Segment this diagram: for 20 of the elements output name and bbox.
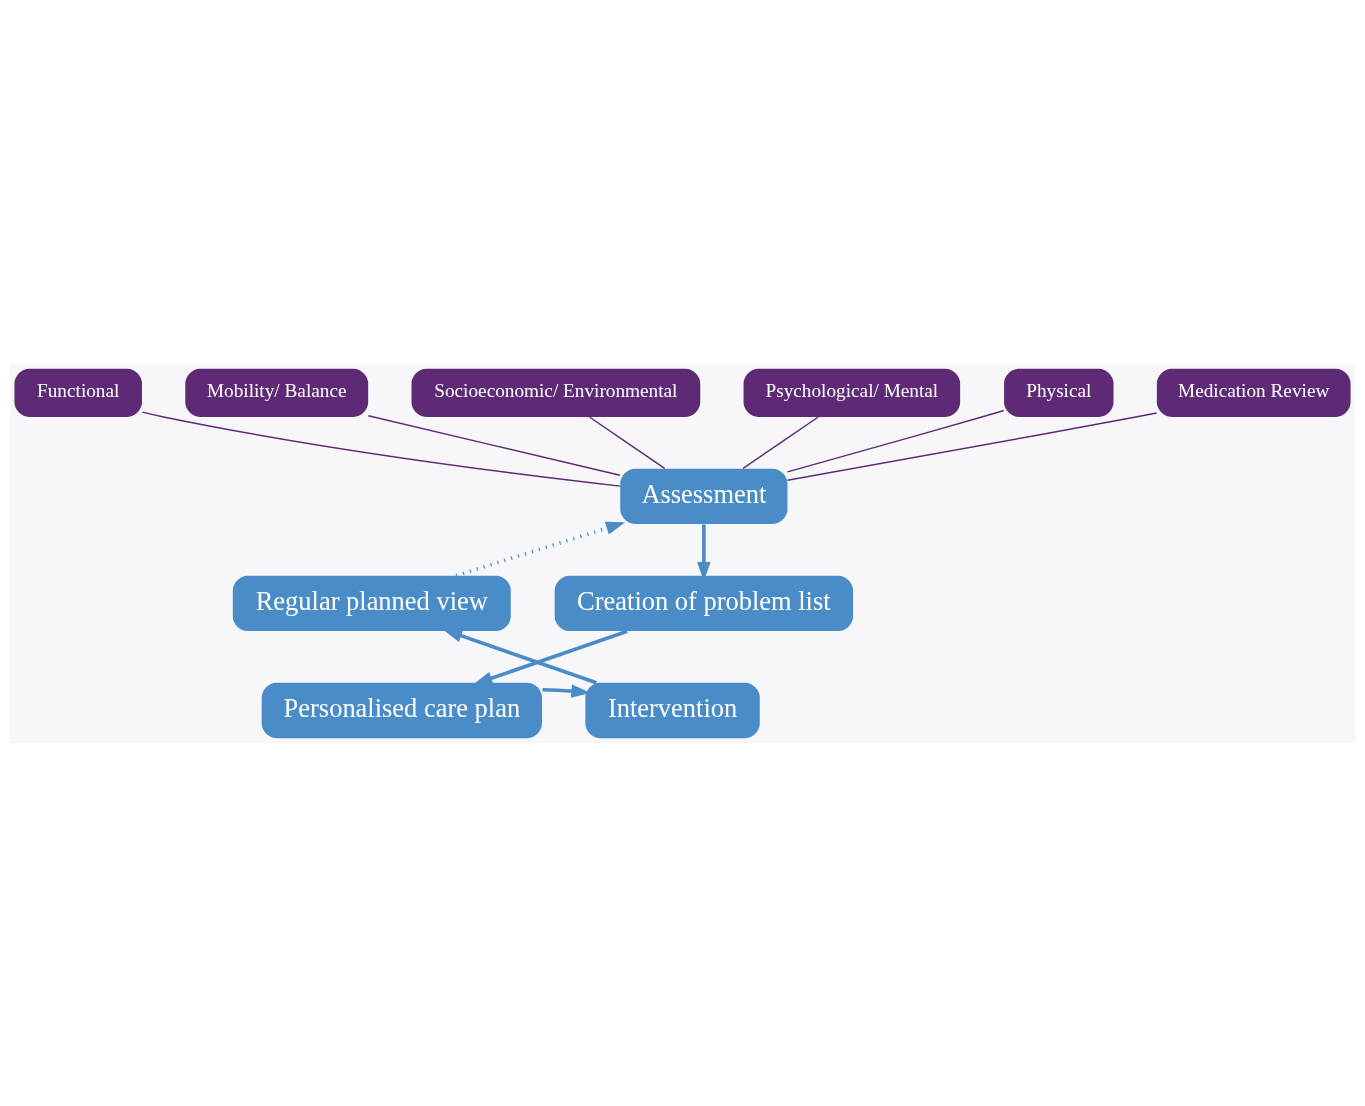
connector [786,409,1005,473]
node-box: Medication Review [1156,368,1351,417]
node-box: Creation of problem list [554,575,854,631]
arrow [442,628,597,684]
node-box: Physical [1004,368,1114,417]
connector [367,414,621,476]
node-box: Mobility/ Balance [185,368,369,417]
node-box: Intervention [585,682,760,738]
arrow [455,521,626,577]
node-box: Personalised care plan [261,682,543,738]
node-box: Socioeconomic/ Environmental [411,368,701,417]
connector [588,415,666,469]
node-box: Regular planned view [232,575,511,631]
connector [742,415,819,469]
connector [141,410,621,487]
connector [786,411,1158,481]
arrow [473,629,628,685]
node-box: Functional [14,368,142,417]
node-box: Psychological/ Mental [743,368,961,417]
node-box: Assessment [620,468,788,524]
